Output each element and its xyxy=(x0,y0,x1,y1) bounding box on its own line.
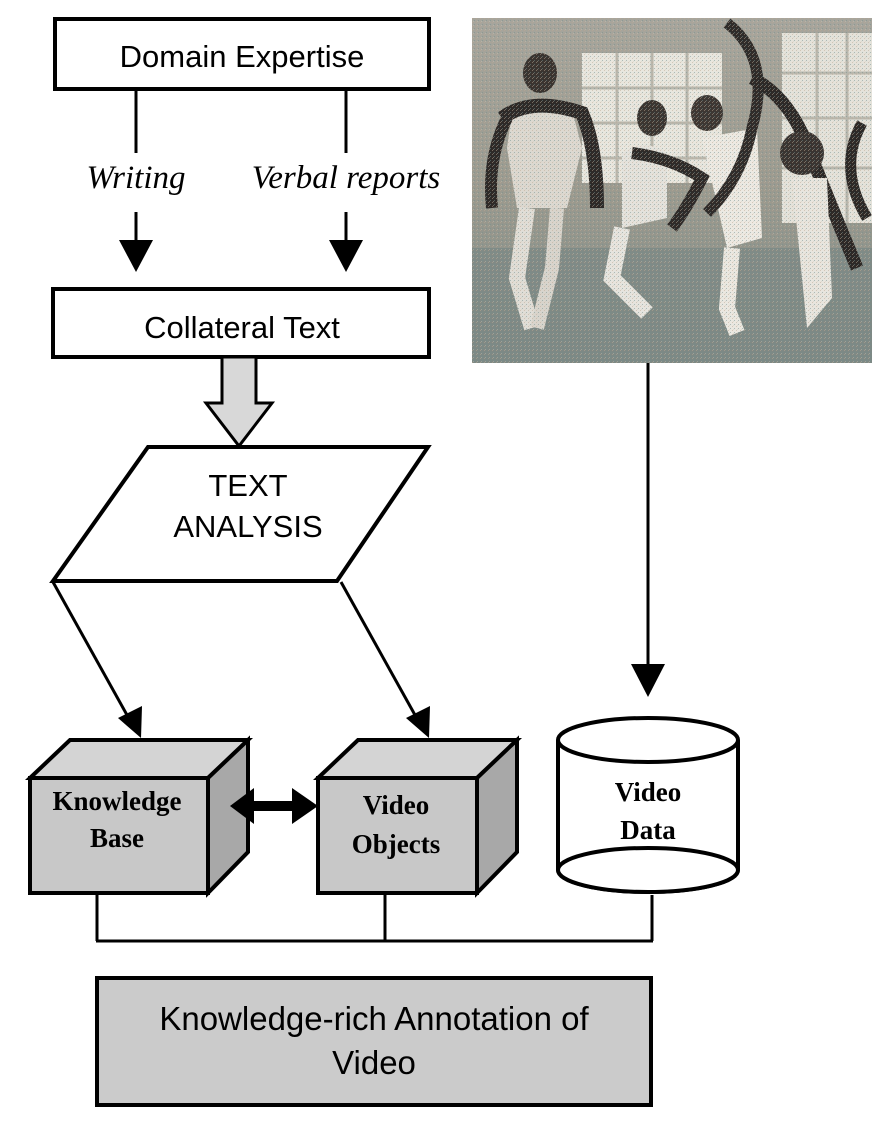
video-objects-label-line1: Video xyxy=(363,790,430,820)
video-objects-node: Video Objects xyxy=(312,735,523,898)
video-data-node: Video Data xyxy=(556,716,740,894)
domain-expertise-node: Domain Expertise xyxy=(53,17,431,91)
video-frame-image xyxy=(472,18,872,363)
writing-connector: Writing xyxy=(86,89,186,272)
bottom-connector xyxy=(95,895,654,943)
video-data-label-line1: Video xyxy=(615,777,682,807)
text-analysis-label-line2: ANALYSIS xyxy=(173,509,322,544)
knowledge-base-label-line1: Knowledge xyxy=(52,786,181,816)
arrowhead-icon xyxy=(119,240,153,272)
collateral-text-label: Collateral Text xyxy=(144,310,340,345)
verbal-reports-label: Verbal reports xyxy=(252,160,441,196)
annotation-label-line2: Video xyxy=(332,1044,416,1081)
video-data-label-line2: Data xyxy=(620,815,676,845)
arrow-to-knowledge-base xyxy=(51,581,134,725)
domain-expertise-label: Domain Expertise xyxy=(120,39,365,74)
collateral-text-node: Collateral Text xyxy=(51,287,431,359)
arrowhead-icon xyxy=(631,664,665,697)
arrowhead-icon xyxy=(329,240,363,272)
bidirectional-arrow-icon xyxy=(230,788,318,824)
knowledge-base-node: Knowledge Base xyxy=(24,735,254,898)
annotation-output-node: Knowledge-rich Annotation of Video xyxy=(95,976,653,1107)
text-analysis-node: TEXT ANALYSIS xyxy=(49,445,432,583)
arrowhead-icon xyxy=(406,706,430,738)
annotation-label-line1: Knowledge-rich Annotation of xyxy=(159,1000,589,1037)
text-analysis-label-line1: TEXT xyxy=(208,468,287,503)
writing-label: Writing xyxy=(86,160,185,196)
video-objects-label-line2: Objects xyxy=(352,829,440,859)
video-frame-illustration xyxy=(472,18,872,363)
verbal-reports-connector: Verbal reports xyxy=(252,89,441,272)
knowledge-base-label-line2: Base xyxy=(90,823,144,853)
arrowhead-icon xyxy=(118,706,142,738)
arrow-to-video-objects xyxy=(339,581,422,725)
block-arrow-icon xyxy=(202,355,276,449)
